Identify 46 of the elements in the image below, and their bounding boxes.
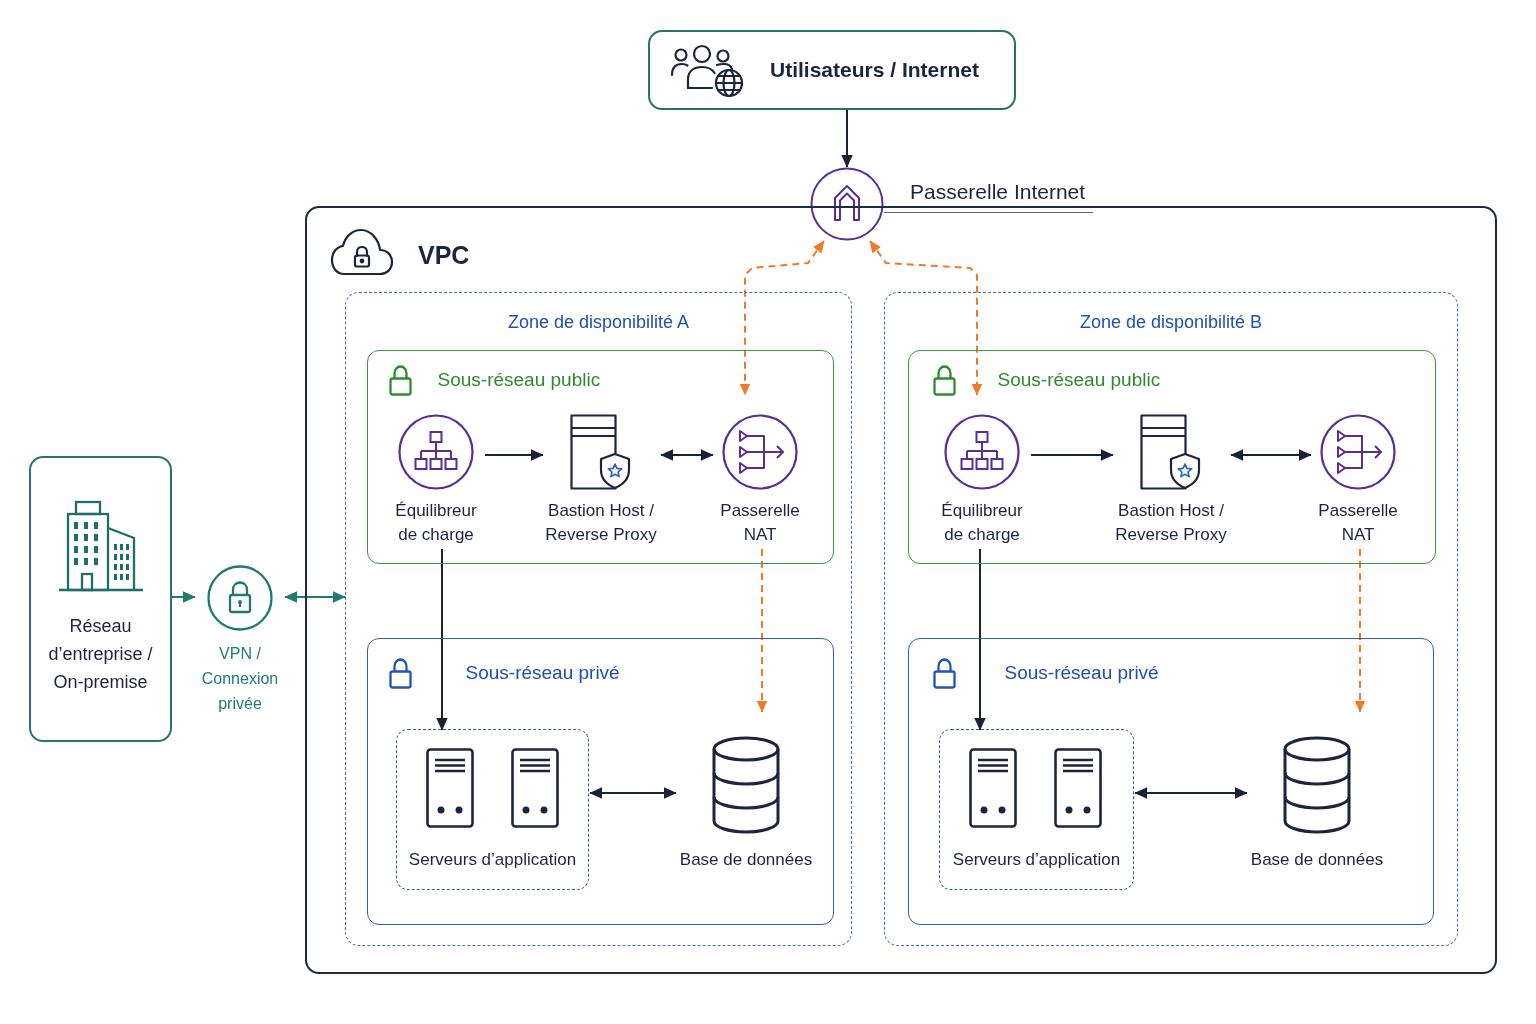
private-subnet: [366, 637, 834, 925]
zone-title: Zone de disponibilité B: [1079, 311, 1263, 334]
double-arrow: [1230, 449, 1312, 461]
node-label: Passerelle NAT: [1317, 500, 1399, 546]
private-subnet: [907, 637, 1434, 925]
entry-box: [648, 30, 1016, 110]
dashed-double-arrow: [739, 240, 825, 396]
public-subnet: [907, 349, 1436, 564]
availability-zone: [884, 292, 1458, 946]
node-label: Serveurs d’application: [408, 849, 577, 871]
public-subnet: [366, 349, 834, 564]
arrow: [484, 449, 544, 461]
node-label: Utilisateurs / Internet: [770, 57, 979, 83]
node-label: Bastion Host / Reverse Proxy: [1114, 500, 1228, 546]
site-box: [29, 456, 172, 742]
node-label: VPN / Connexion privée: [200, 644, 280, 714]
subnet-title: Sous-réseau public: [997, 367, 1161, 392]
server-group: [396, 729, 589, 890]
arrow: [436, 548, 448, 731]
double-arrow: [589, 787, 677, 799]
subnet-title: Sous-réseau public: [437, 367, 601, 392]
dashed-arrow: [756, 548, 768, 713]
node-label: VPC: [418, 240, 470, 270]
vpc-boundary: [305, 206, 1497, 974]
dashed-double-arrow: [869, 240, 983, 396]
dashed-arrow: [1354, 548, 1366, 713]
double-arrow: [1134, 787, 1248, 799]
server-group: [939, 729, 1134, 890]
node-label: Équilibreur de charge: [940, 500, 1024, 546]
node-label: Équilibreur de charge: [394, 500, 478, 546]
node-label: Base de données: [679, 849, 813, 871]
zone-title: Zone de disponibilité A: [507, 311, 690, 334]
node-label: Réseau d’entreprise / On-premise: [47, 615, 154, 694]
subnet-title: Sous-réseau privé: [1004, 660, 1159, 685]
node-label: Bastion Host / Reverse Proxy: [544, 500, 658, 546]
node-label: Base de données: [1250, 849, 1384, 871]
node-label: Passerelle NAT: [719, 500, 801, 546]
subnet-title: Sous-réseau privé: [465, 660, 620, 685]
double-arrow: [660, 449, 714, 461]
double-arrow: [284, 591, 346, 603]
availability-zone: [345, 292, 852, 946]
arrow: [1030, 449, 1114, 461]
arrow: [841, 109, 853, 168]
node-label: Serveurs d’application: [952, 849, 1121, 871]
arrow: [171, 591, 196, 603]
arrow: [974, 548, 986, 731]
